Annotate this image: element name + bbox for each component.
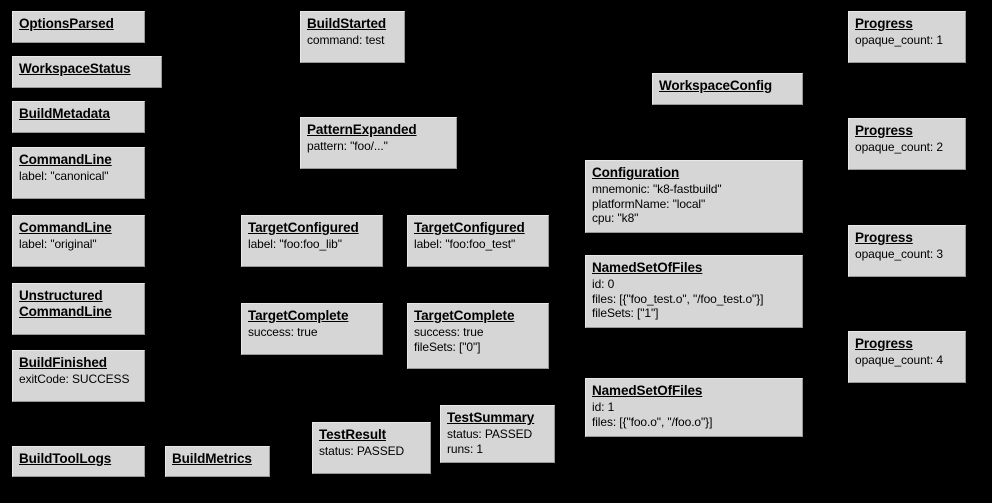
node-body-line: mnemonic: "k8-fastbuild" <box>592 182 722 196</box>
node-body-line: success: true <box>248 325 318 339</box>
node-body: label: "foo:foo_lib" <box>248 237 376 252</box>
node-build-tool-logs[interactable]: BuildToolLogs <box>12 446 145 477</box>
node-pattern-expanded[interactable]: PatternExpanded pattern: "foo/..." <box>300 117 457 169</box>
node-body-line: opaque_count: 1 <box>855 33 943 47</box>
node-title: TargetComplete <box>414 308 515 323</box>
node-command-line-original[interactable]: CommandLine label: "original" <box>12 215 145 267</box>
node-body: opaque_count: 2 <box>855 140 959 155</box>
node-body: label: "original" <box>19 237 138 252</box>
node-build-finished[interactable]: BuildFinished exitCode: SUCCESS <box>12 350 145 402</box>
node-title: Configuration <box>592 165 680 180</box>
node-body-line: status: PASSED <box>447 427 533 441</box>
node-build-started[interactable]: BuildStarted command: test <box>300 11 405 63</box>
node-title: BuildMetrics <box>172 451 252 466</box>
node-target-configured-foo-test[interactable]: TargetConfigured label: "foo:foo_test" <box>407 215 549 267</box>
node-title: Progress <box>855 230 913 245</box>
node-title: TargetComplete <box>248 308 349 323</box>
node-body-line: cpu: "k8" <box>592 211 639 225</box>
node-body-line: label: "original" <box>19 237 97 251</box>
node-build-metadata[interactable]: BuildMetadata <box>12 101 145 133</box>
node-body-line: fileSets: ["1"] <box>592 306 659 320</box>
node-title: BuildToolLogs <box>19 451 112 466</box>
node-body-line: id: 0 <box>592 277 615 291</box>
node-workspace-status[interactable]: WorkspaceStatus <box>12 56 162 88</box>
node-target-configured-foo-lib[interactable]: TargetConfigured label: "foo:foo_lib" <box>241 215 383 267</box>
node-title: BuildStarted <box>307 16 387 31</box>
node-target-complete-foo-lib[interactable]: TargetComplete success: true <box>241 303 383 355</box>
node-body: pattern: "foo/..." <box>307 139 450 154</box>
node-title: Progress <box>855 16 913 31</box>
node-options-parsed[interactable]: OptionsParsed <box>12 11 145 43</box>
node-body: label: "canonical" <box>19 169 138 184</box>
node-title: BuildMetadata <box>19 106 110 121</box>
node-body: label: "foo:foo_test" <box>414 237 542 252</box>
node-title: TargetConfigured <box>414 220 525 235</box>
node-body-line: label: "foo:foo_lib" <box>248 237 342 251</box>
node-body-line: opaque_count: 2 <box>855 140 943 154</box>
node-configuration[interactable]: Configuration mnemonic: "k8-fastbuild"pla… <box>585 160 803 233</box>
node-body-line: fileSets: ["0"] <box>414 339 481 354</box>
node-body: opaque_count: 3 <box>855 247 959 262</box>
node-body-line: files: [{"foo_test.o", "/foo_test.o"}] <box>592 291 764 306</box>
node-body-line: opaque_count: 4 <box>855 353 943 367</box>
node-body-line: pattern: "foo/..." <box>307 139 388 153</box>
node-title: BuildFinished <box>19 355 107 370</box>
node-body-line: id: 1 <box>592 400 615 414</box>
node-title: TargetConfigured <box>248 220 359 235</box>
node-title: NamedSetOfFiles <box>592 383 703 398</box>
node-body: status: PASSED <box>319 444 424 459</box>
node-title: Progress <box>855 123 913 138</box>
node-progress-3[interactable]: Progress opaque_count: 3 <box>848 225 966 277</box>
node-progress-4[interactable]: Progress opaque_count: 4 <box>848 331 966 383</box>
node-title: WorkspaceStatus <box>19 61 131 76</box>
node-body-line: command: test <box>307 33 385 47</box>
node-body-line: files: [{"foo.o", "/foo.o"}] <box>592 414 713 429</box>
node-workspace-config[interactable]: WorkspaceConfig <box>652 73 803 105</box>
node-body: command: test <box>307 33 398 48</box>
node-body: opaque_count: 1 <box>855 33 959 48</box>
node-body: opaque_count: 4 <box>855 353 959 368</box>
node-command-line-canonical[interactable]: CommandLine label: "canonical" <box>12 147 145 199</box>
node-body-line: runs: 1 <box>447 441 483 456</box>
node-body: mnemonic: "k8-fastbuild"platformName: "l… <box>592 182 796 226</box>
node-body-line: exitCode: SUCCESS <box>19 372 130 386</box>
node-title: PatternExpanded <box>307 122 417 137</box>
node-body: exitCode: SUCCESS <box>19 372 138 387</box>
node-unstructured-command-line[interactable]: Unstructured CommandLine <box>12 283 145 335</box>
node-title: Progress <box>855 336 913 351</box>
node-title: NamedSetOfFiles <box>592 260 703 275</box>
node-progress-1[interactable]: Progress opaque_count: 1 <box>848 11 966 63</box>
node-body-line: opaque_count: 3 <box>855 247 943 261</box>
node-build-metrics[interactable]: BuildMetrics <box>165 446 270 477</box>
node-test-result[interactable]: TestResult status: PASSED <box>312 422 431 474</box>
node-title: Unstructured CommandLine <box>19 288 112 319</box>
node-body-line: label: "foo:foo_test" <box>414 237 516 251</box>
node-body-line: status: PASSED <box>319 444 405 458</box>
node-body-line: label: "canonical" <box>19 169 109 183</box>
node-body: success: true <box>248 325 376 340</box>
node-title: WorkspaceConfig <box>659 78 773 93</box>
node-body-line: platformName: "local" <box>592 196 706 211</box>
node-title: TestResult <box>319 427 387 442</box>
node-body-line: success: true <box>414 325 484 339</box>
node-title: CommandLine <box>19 152 112 167</box>
node-title: TestSummary <box>447 410 535 425</box>
node-title: CommandLine <box>19 220 112 235</box>
node-progress-2[interactable]: Progress opaque_count: 2 <box>848 118 966 170</box>
node-title: OptionsParsed <box>19 16 114 31</box>
